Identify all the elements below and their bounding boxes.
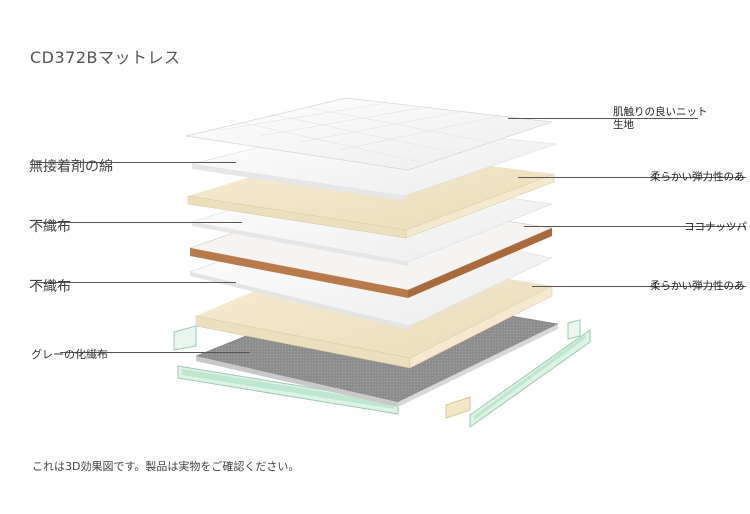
label-coconut-palm: ココナッツパ xyxy=(684,221,747,233)
leader-line xyxy=(532,286,746,287)
page-title: CD372Bマットレス xyxy=(30,48,181,67)
footnote: これは3D効果図です。製品は実物をご確認ください。 xyxy=(32,460,300,473)
leader-line xyxy=(518,177,746,178)
label-soft-foam-upper: 柔らかい弾力性のあ xyxy=(650,171,745,183)
label-nonwoven-lower: 不織布 xyxy=(29,279,71,295)
leader-line xyxy=(508,118,698,119)
leader-line xyxy=(36,162,236,163)
leader-line xyxy=(60,352,250,353)
leader-line xyxy=(36,222,242,223)
spring-frame-left xyxy=(173,325,399,415)
leader-line xyxy=(36,282,236,283)
label-cotton: 無接着剤の綿 xyxy=(29,159,113,175)
layer-knit-top xyxy=(185,97,553,171)
label-soft-foam-lower: 柔らかい弾力性のあ xyxy=(650,280,745,292)
label-knit-fabric: 肌触りの良いニット生地 xyxy=(613,106,708,131)
label-grey-fabric: グレーの化繊布 xyxy=(31,348,108,361)
leader-line xyxy=(524,226,746,227)
label-nonwoven-upper: 不織布 xyxy=(29,219,71,235)
spring-frame-right xyxy=(445,319,591,428)
